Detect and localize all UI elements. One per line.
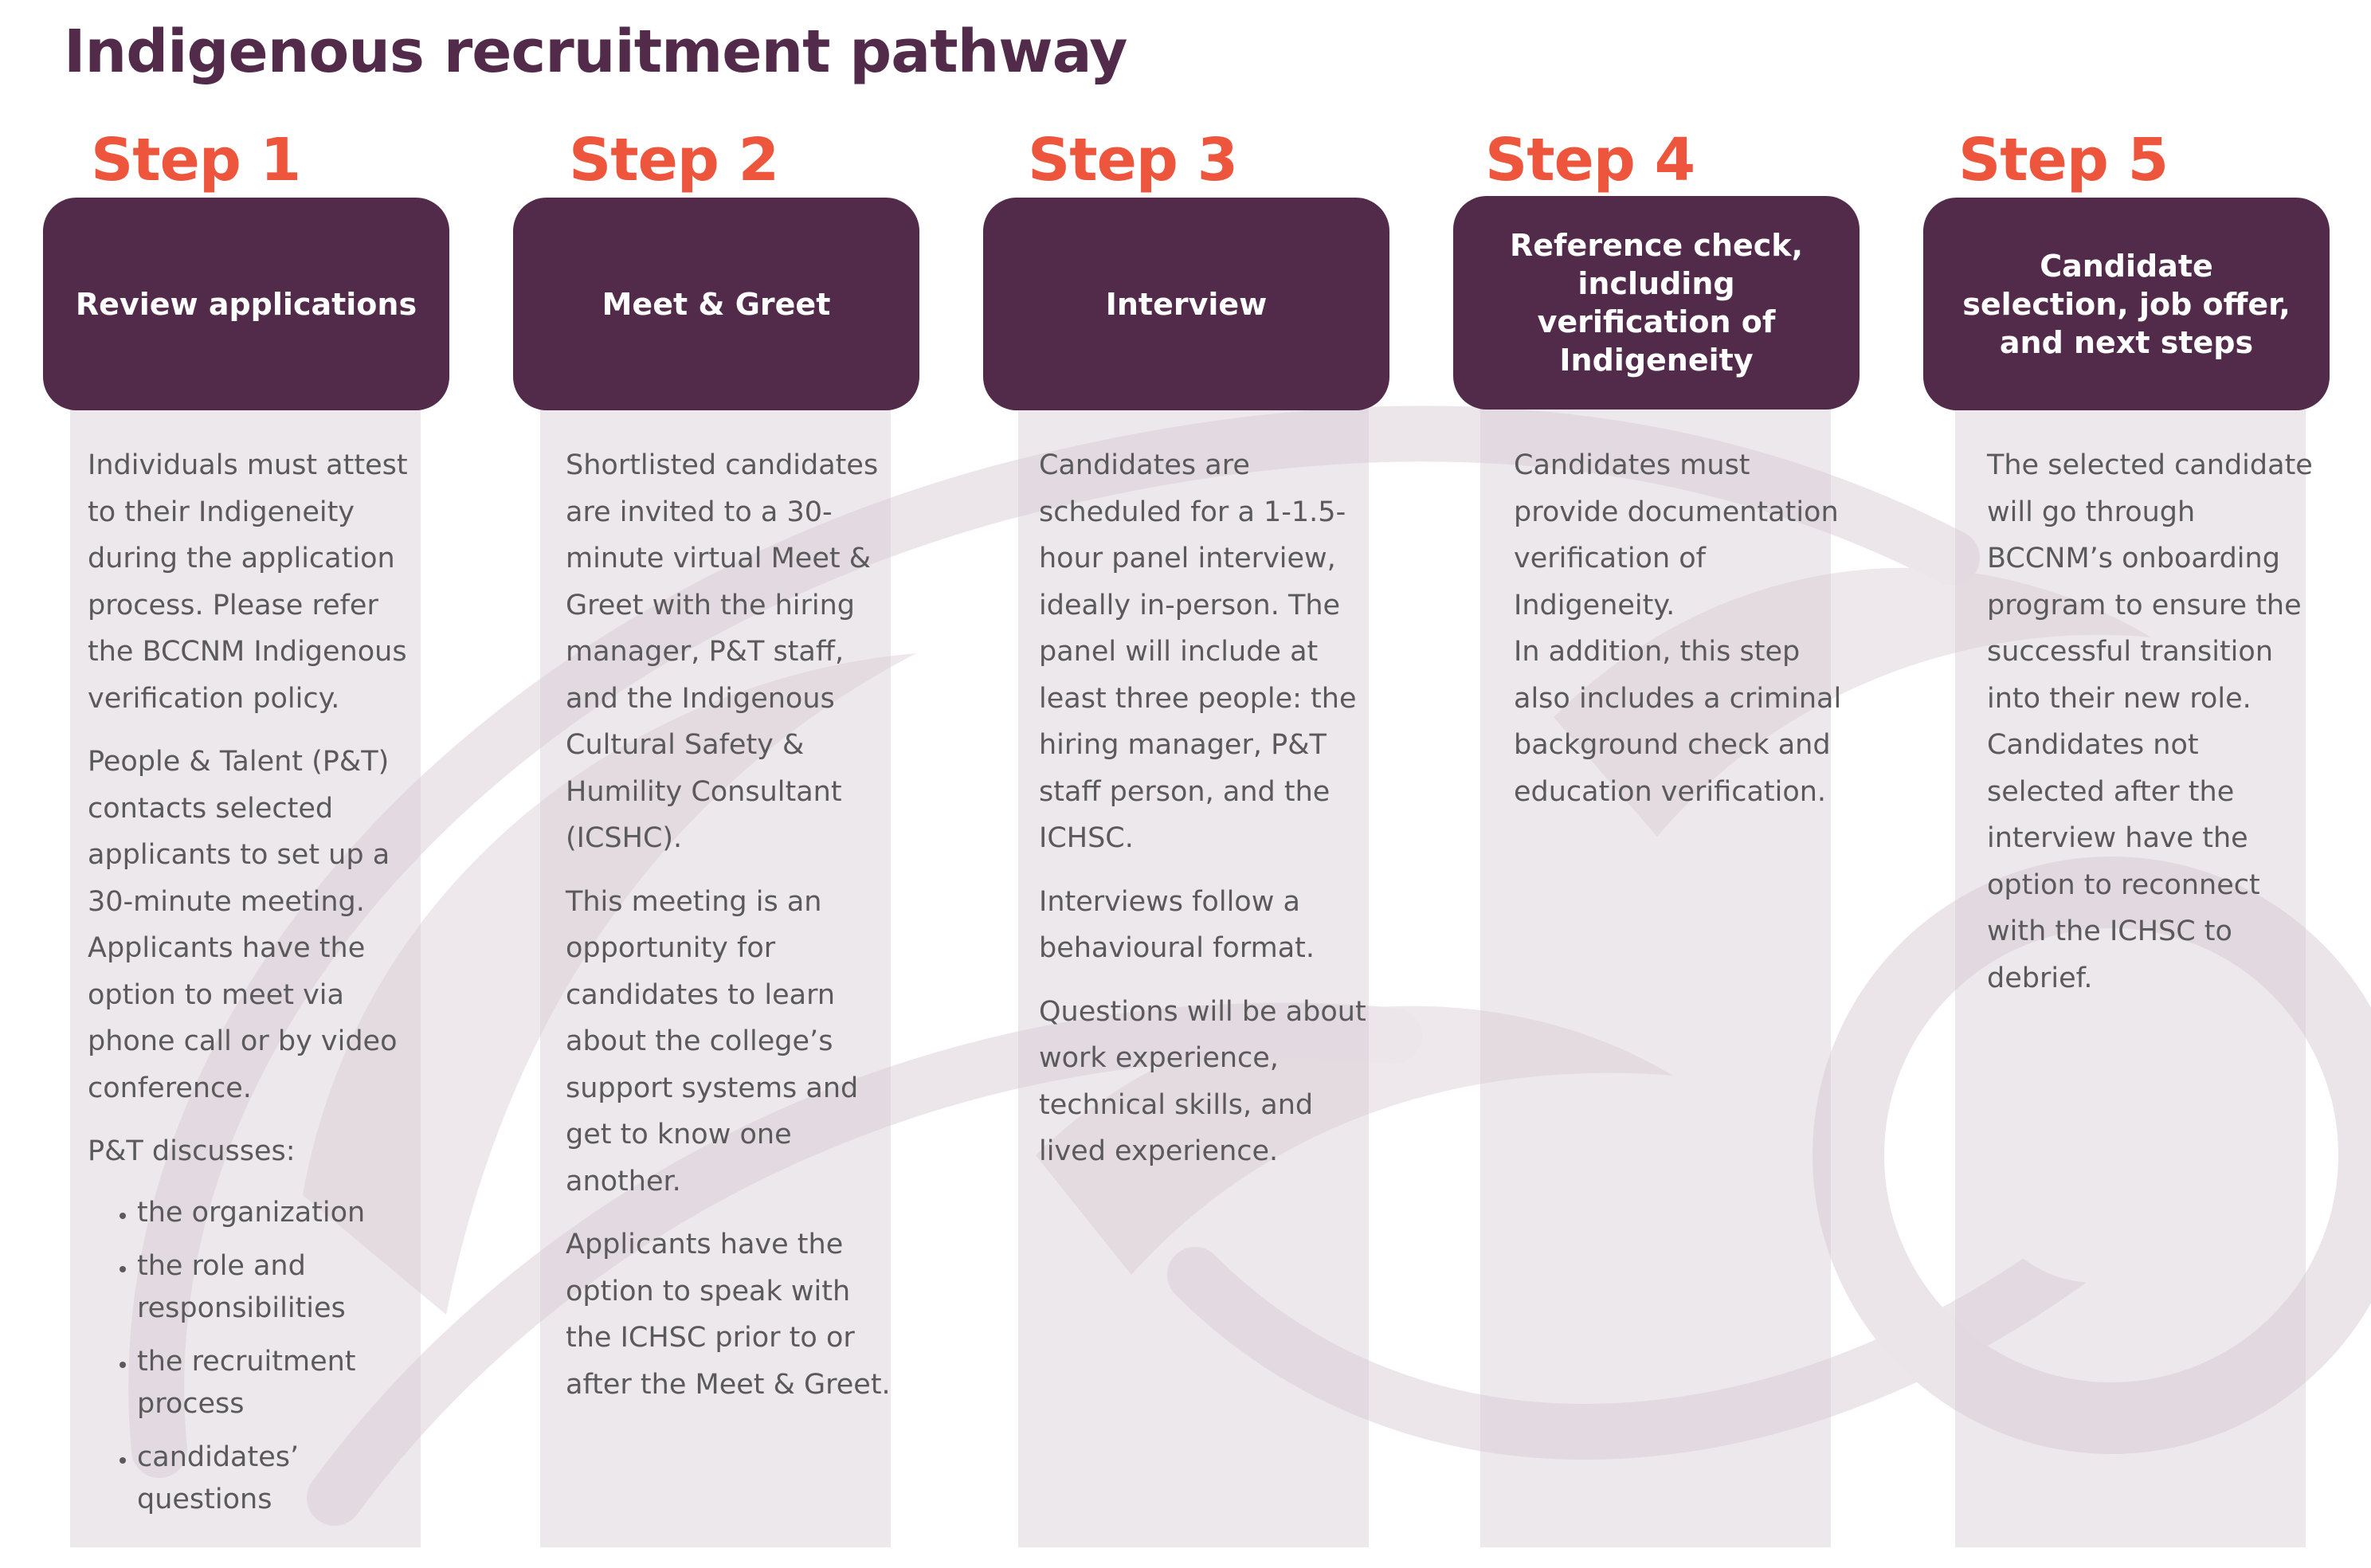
step-label: Step 1 xyxy=(91,126,301,194)
paragraph: Shortlisted candidates are invited to a … xyxy=(566,449,879,854)
step-heading: Reference check, including verification … xyxy=(1509,228,1803,378)
paragraph: In addition, this step also includes a c… xyxy=(1514,636,1842,808)
step-column xyxy=(1018,402,1369,1547)
step-heading-box: Meet & Greet xyxy=(513,198,919,410)
step-heading-box: Interview xyxy=(983,198,1389,410)
step-3: Step 3 Interview Candidates are schedule… xyxy=(983,0,1397,1568)
step-heading-box: Candidate selection, job offer, and next… xyxy=(1923,198,2330,410)
step-label: Step 5 xyxy=(1958,126,2169,194)
paragraph: This meeting is an opportunity for candi… xyxy=(566,885,859,1198)
paragraph: P&T discusses: xyxy=(88,1135,296,1167)
list-item: the role and responsibilities xyxy=(137,1245,422,1330)
step-5: Step 5 Candidate selection, job offer, a… xyxy=(1923,0,2338,1568)
step-1: Step 1 Review applications Individuals m… xyxy=(43,0,457,1568)
step-label: Step 2 xyxy=(569,126,779,194)
step-column xyxy=(540,402,891,1547)
list-item: the organization xyxy=(137,1192,422,1234)
list-item: candidates’ questions xyxy=(137,1437,422,1521)
paragraph: The selected candidate will go through B… xyxy=(1987,449,2313,715)
step-heading: Interview xyxy=(1105,286,1268,322)
page-title: Indigenous recruitment pathway xyxy=(64,18,1128,86)
step-column xyxy=(1480,402,1831,1547)
step-heading-box: Review applications xyxy=(43,198,449,410)
paragraph: Individuals must attest to their Indigen… xyxy=(88,449,408,715)
paragraph: Questions will be about work experience,… xyxy=(1039,995,1366,1168)
step-heading: Candidate selection, job offer, and next… xyxy=(1962,248,2291,360)
step-4: Step 4 Reference check, including verifi… xyxy=(1453,0,1867,1568)
step-description: Candidates must provide documentation ve… xyxy=(1514,442,1848,832)
step-heading: Meet & Greet xyxy=(602,286,831,322)
paragraph: Interviews follow a behavioural format. xyxy=(1039,885,1315,965)
paragraph: Candidates not selected after the interv… xyxy=(1987,729,2260,994)
step-heading: Review applications xyxy=(75,286,417,322)
step-description: The selected candidate will go through B… xyxy=(1987,442,2322,1018)
bullet-list: the organization the role and responsibi… xyxy=(88,1192,422,1521)
paragraph: People & Talent (P&T) contacts selected … xyxy=(88,746,398,1104)
step-2: Step 2 Meet & Greet Shortlisted candidat… xyxy=(513,0,927,1568)
step-column xyxy=(70,402,421,1547)
paragraph: Candidates are scheduled for a 1-1.5-hou… xyxy=(1039,449,1357,854)
paragraph: Applicants have the option to speak with… xyxy=(566,1229,891,1401)
paragraph: Candidates must provide documentation ve… xyxy=(1514,449,1839,621)
step-description: Shortlisted candidates are invited to a … xyxy=(566,442,900,1425)
step-heading-box: Reference check, including verification … xyxy=(1453,196,1860,410)
step-description: Individuals must attest to their Indigen… xyxy=(88,442,422,1532)
step-label: Step 4 xyxy=(1485,126,1695,194)
step-label: Step 3 xyxy=(1028,126,1238,194)
step-column xyxy=(1955,402,2306,1547)
step-description: Candidates are scheduled for a 1-1.5-hou… xyxy=(1039,442,1374,1192)
list-item: the recruitment process xyxy=(137,1341,422,1425)
